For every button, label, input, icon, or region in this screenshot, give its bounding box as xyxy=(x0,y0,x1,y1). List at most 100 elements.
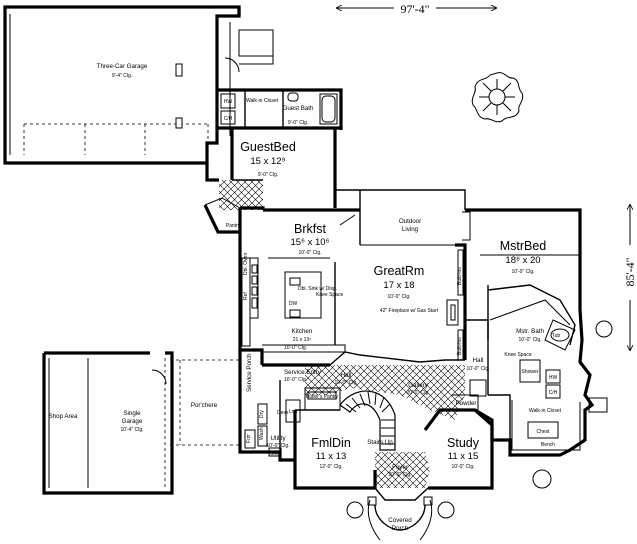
formal-dining: FmlDin 11 x 13 12'-0" Clg. xyxy=(293,409,377,490)
outdoor-living-name: Living xyxy=(402,226,419,233)
fml-din-size: 11 x 13 xyxy=(316,451,346,462)
study: Study 11 x 15 10'-0" Clg. xyxy=(423,408,494,490)
width-dimension: 97'-4" xyxy=(337,2,496,16)
mstr-bath-name: Mstr. Bath xyxy=(516,328,544,335)
linen-label: Lnn xyxy=(289,409,298,415)
walkin-closet-top-name: Walk-in Closet xyxy=(246,98,279,104)
foyer-name: Foyer xyxy=(392,464,408,471)
master-closet: Chest Walk-in Closet Bench xyxy=(511,397,608,451)
guest-hall xyxy=(205,163,263,210)
outdoor-living-name-1: Outdoor xyxy=(399,218,421,225)
covered-porch-name-1: Covered xyxy=(388,517,412,524)
bench-label: Bench xyxy=(541,442,555,448)
brkfst-clg: 10'-0" Clg. xyxy=(298,250,321,256)
great-room: GreatRm 17 x 18 10'-0" Clg. 42" Fireplac… xyxy=(374,249,464,361)
butlers-pantry-name: Butler's Pantry xyxy=(306,394,339,400)
fireplace-label: 42" Fireplace w/ Gas Start xyxy=(380,308,439,314)
study-name: Study xyxy=(447,436,480,450)
fml-din-name: FmlDin xyxy=(311,436,351,450)
stairs: Stairs Up xyxy=(339,390,396,451)
washer-label: Wash xyxy=(259,427,265,440)
service-entry-name: Service Entry xyxy=(284,369,322,376)
depth-dimension: 85'-4" xyxy=(623,205,637,350)
study-size: 11 x 15 xyxy=(448,451,478,462)
powder: Powder xyxy=(452,394,479,410)
powder-name: Powder xyxy=(456,400,477,407)
stairs-label: Stairs Up xyxy=(367,439,393,446)
utility-clg: 10'-0" Clg. xyxy=(266,443,289,449)
hall-center-name: Hall xyxy=(341,372,352,379)
garage3-name: Three-Car Garage xyxy=(97,63,148,70)
service-porch-name: Service Porch xyxy=(246,353,253,392)
guest-bath-area: HW C/H Walk-in Closet Guest Bath 9'-0" C… xyxy=(217,88,343,130)
service-entry-clg: 10'-0" Clg. xyxy=(284,377,307,383)
master-closet-name: Walk-in Closet xyxy=(529,408,562,414)
utility-name: Utility xyxy=(270,435,286,442)
foyer: Foyer 20'-0" Clg. xyxy=(374,452,430,501)
guest-bed-clg: 9'-0" Clg. xyxy=(258,172,278,178)
single-garage: Shop Area Single Garage 10'-4" Clg. xyxy=(42,351,174,495)
gallery: Hall 10'-0" Clg. Gallery 20'-0" Clg. xyxy=(305,351,465,420)
hall-right-clg: 10'-0" Clg. xyxy=(466,366,489,372)
guest-bed: GuestBed 15 x 12⁹ 9'-0" Clg. xyxy=(230,128,337,208)
single-garage-name-1: Single xyxy=(123,410,141,417)
built-ins-1-label: Built-ins xyxy=(457,267,463,285)
garage3-clg: 9'-4" Clg. xyxy=(112,73,132,79)
ref-label: Ref xyxy=(243,292,249,300)
pantry: Pantry xyxy=(203,197,241,234)
mstr-bed-name: MstrBed xyxy=(500,239,547,253)
mstr-bed-clg: 10'-0" Clg. xyxy=(511,269,534,275)
main-walls xyxy=(238,206,595,457)
guest-bath-name: Guest Bath xyxy=(283,105,315,112)
study-clg: 10'-0" Clg. xyxy=(451,464,474,470)
shrubs xyxy=(346,320,613,519)
dbl-sink-label: Dbl. Sink w/ Disp. xyxy=(298,286,337,292)
single-garage-clg: 10'-4" Clg. xyxy=(120,427,143,433)
dw-label: DW xyxy=(289,301,298,307)
brkfst-name: Brkfst xyxy=(294,222,326,236)
ch-label: C/H xyxy=(224,116,233,122)
great-rm-name: GreatRm xyxy=(374,264,425,278)
covered-porch: Covered Porch xyxy=(367,496,433,541)
sink-label: Sink xyxy=(270,451,280,457)
great-rm-size: 17 x 18 xyxy=(383,280,414,291)
desk-label: Desk xyxy=(277,410,289,416)
right-hall: Hall 10'-0" Clg. xyxy=(465,319,511,440)
three-car-garage: Three-Car Garage 9'-4" Clg. xyxy=(3,5,274,165)
mstr-bed-size: 18⁸ x 20 xyxy=(505,255,540,266)
landscape-tree-icon xyxy=(471,72,524,123)
single-garage-name: Garage xyxy=(122,418,143,425)
knee-space-kitchen-label: Knee Space xyxy=(316,292,343,298)
covered-porch-name: Porch xyxy=(392,525,409,532)
great-rm-clg: 10'-0" Clg. xyxy=(387,294,410,300)
guest-bed-name: GuestBed xyxy=(240,140,296,154)
depth-label: 85'-4" xyxy=(623,257,637,286)
master-bedroom: MstrBed 18⁸ x 20 10'-0" Clg. xyxy=(500,239,547,275)
hall-right-name: Hall xyxy=(473,357,484,364)
built-ins-2-label: Built-ins xyxy=(457,337,463,355)
gallery-clg: 20'-0" Clg. xyxy=(406,390,429,396)
kitchen-clg: 10'-0" Clg. xyxy=(284,345,307,351)
width-label: 97'-4" xyxy=(400,2,429,16)
guest-bed-size: 15 x 12⁹ xyxy=(250,156,285,167)
kitchen-size: 21 x 13⁶ xyxy=(293,337,311,343)
breakfast: Brkfst 15⁶ x 10⁶ 10'-0" Clg. xyxy=(291,214,356,256)
pantry-name: Pantry xyxy=(226,223,241,229)
knee-space-bath-name: Knee Space xyxy=(504,352,531,358)
porchere: Por'chere xyxy=(170,359,240,446)
service-area: Service Porch Service Entry 10'-0" Clg. … xyxy=(238,350,330,462)
mstr-bath-clg: 10'-0" Clg. xyxy=(518,337,541,343)
chest-label: Chest xyxy=(536,429,550,435)
kitchen: Dbl. Oven Ref Dbl. Sink w/ Disp. Knee Sp… xyxy=(241,253,346,353)
brkfst-size: 15⁶ x 10⁶ xyxy=(291,237,330,248)
outdoor-living: Outdoor Living xyxy=(335,189,471,246)
fml-din-clg: 12'-0" Clg. xyxy=(319,464,342,470)
hw-label: HW xyxy=(224,99,233,105)
hw2-label: HW xyxy=(549,375,558,381)
shop-area-name: Shop Area xyxy=(49,413,78,420)
ch2-label: C/H xyxy=(549,390,558,396)
master-bath: Shower HW C/H Mstr. Bath 10'-0" Clg. Kne… xyxy=(489,299,576,399)
dryer-label: Dry xyxy=(259,410,265,418)
kitchen-name: Kitchen xyxy=(292,328,313,335)
